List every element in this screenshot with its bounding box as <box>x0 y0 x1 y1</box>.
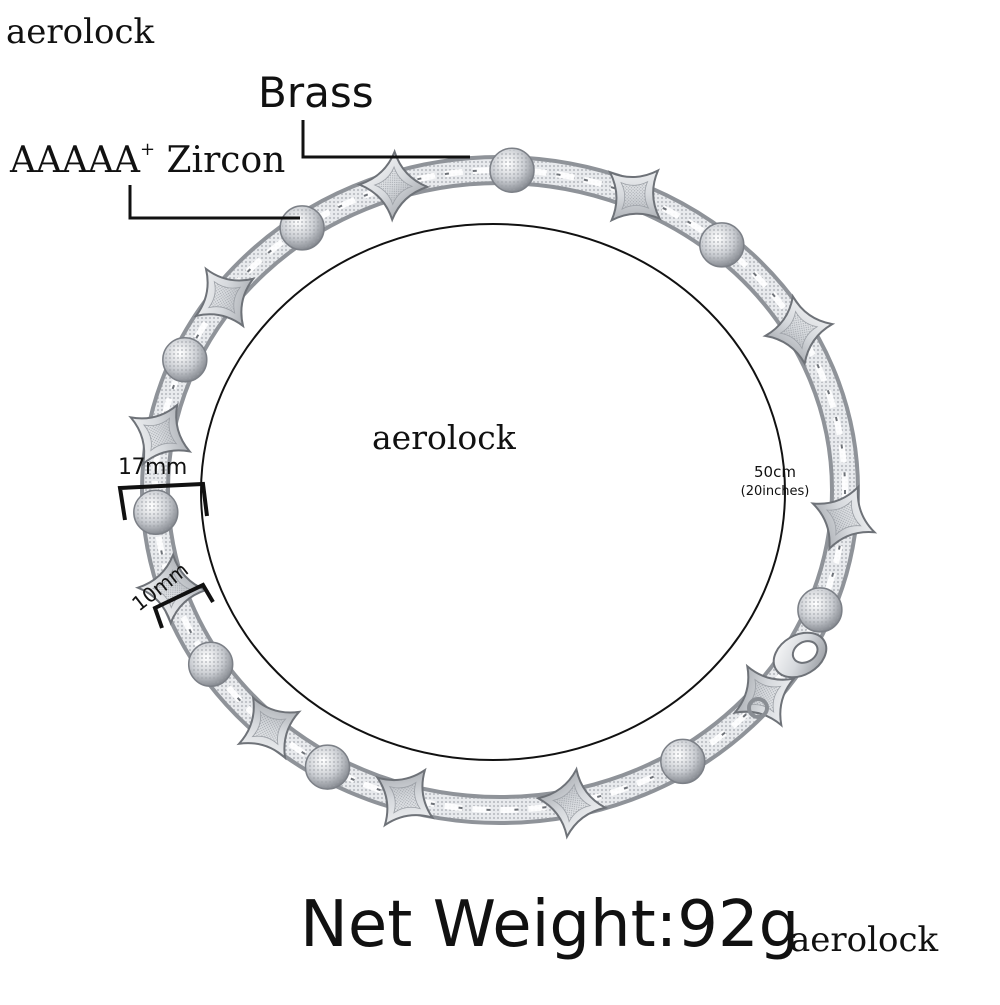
zircon-callout <box>128 185 300 220</box>
star-link <box>535 766 609 840</box>
star-width-bracket <box>117 481 209 521</box>
length-inches: (20inches) <box>740 484 810 499</box>
star-link <box>607 168 662 223</box>
ball-bead-texture <box>492 150 532 191</box>
ball-bead-texture <box>799 589 840 630</box>
net-weight-label: Net Weight:92g <box>300 888 800 962</box>
star-link <box>810 484 878 552</box>
zircon-grade: AAAAA <box>10 140 140 181</box>
zircon-plus: + <box>140 139 156 160</box>
star-link <box>762 293 836 367</box>
ball-bead-texture <box>164 339 205 380</box>
ball-bead-texture <box>282 207 323 248</box>
ball-bead-texture <box>701 224 742 265</box>
star-link <box>375 767 435 828</box>
clasp-ring <box>747 697 769 719</box>
star-link <box>193 266 256 329</box>
length-reference-circle <box>200 223 786 761</box>
brass-label: Brass <box>258 68 374 117</box>
link-width-bracket <box>152 582 215 629</box>
length-label: 50cm (20inches) <box>720 462 830 502</box>
brass-callout <box>301 120 470 159</box>
ball-bead-texture <box>307 747 348 788</box>
ball-bead-texture <box>135 492 176 533</box>
lobster-clasp <box>772 631 828 679</box>
watermark-top-left: aerolock <box>6 12 155 52</box>
zircon-name: Zircon <box>166 140 286 181</box>
star-link <box>236 695 302 761</box>
star-width-label: 17mm <box>118 455 187 480</box>
star-link <box>128 402 193 467</box>
ball-bead-texture <box>190 644 231 685</box>
watermark-center: aerolock <box>372 418 516 457</box>
zircon-label: AAAAA+ Zircon <box>10 139 286 181</box>
length-cm: 50cm <box>754 463 796 481</box>
ball-bead-texture <box>662 741 703 782</box>
watermark-bottom-right: aerolock <box>790 920 939 960</box>
star-link <box>356 148 431 223</box>
